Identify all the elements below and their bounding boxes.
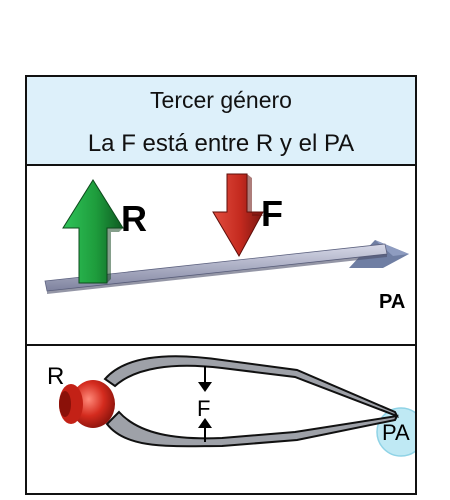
tweezers-icon (103, 355, 400, 448)
tweezers-resistance-label: R (47, 363, 64, 390)
lever-fulcrum-label: PA (379, 291, 405, 313)
tweezers-force-label: F (197, 396, 210, 421)
force-arrows-icon (198, 366, 212, 442)
diagram-subtitle: La F está entre R y el PA (27, 123, 415, 166)
tweezers-illustration: R F PA (47, 355, 426, 457)
lever-illustration: R F PA (44, 173, 409, 313)
lever-panel: R F PA (27, 164, 415, 346)
tweezers-fulcrum-label: PA (382, 420, 410, 445)
force-arrow-icon (212, 173, 265, 258)
lever-resistance-label: R (121, 198, 147, 239)
diagram-title: Tercer género (27, 77, 415, 125)
resistance-arrow-icon (62, 179, 124, 284)
tweezers-panel: R F PA (27, 346, 426, 493)
lever-force-label: F (261, 193, 283, 234)
resistance-object-icon (59, 380, 115, 428)
diagram-frame: Tercer género La F está entre R y el PA (25, 75, 426, 495)
